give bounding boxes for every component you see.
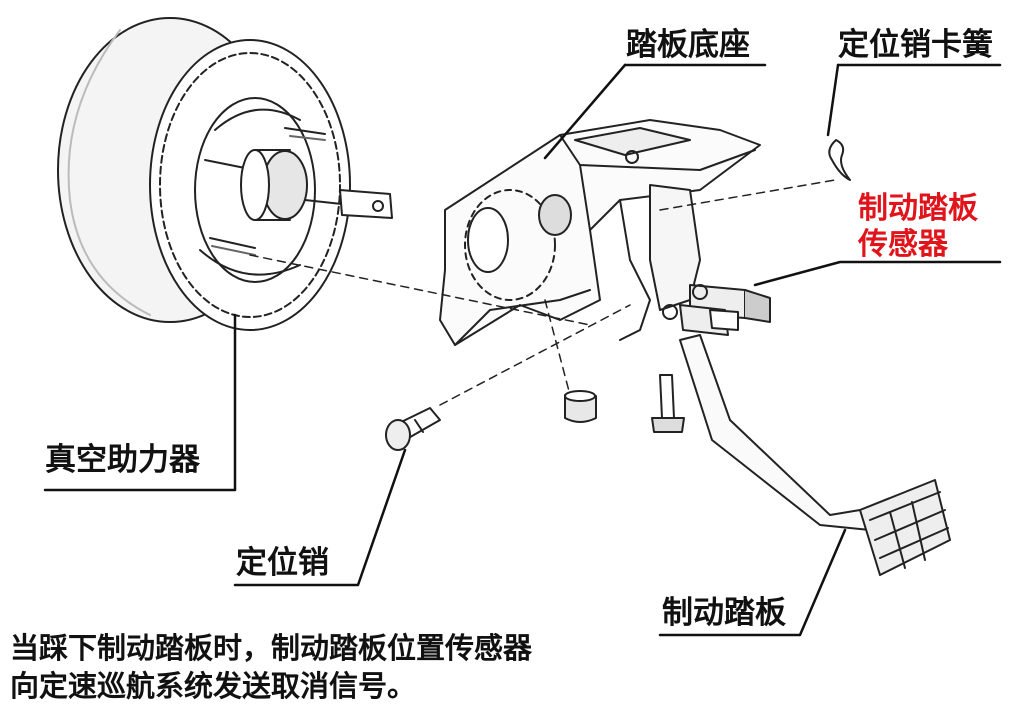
booster-label: 真空助力器 — [45, 442, 200, 478]
pedal-bracket-drawing — [249, 119, 836, 406]
pedal-base-label: 踏板底座 — [626, 27, 750, 63]
pin-clip-label: 定位销卡簧 — [838, 27, 993, 63]
sensor-drawing — [662, 284, 771, 336]
caption-line2: 向定速巡航系统发送取消信号。 — [10, 669, 417, 703]
leader-lines — [43, 63, 1002, 637]
vacuum-booster-drawing — [57, 17, 393, 331]
caption-line1: 当踩下制动踏板时，制动踏板位置传感器 — [10, 631, 533, 665]
brake-pedal-drawing — [679, 334, 951, 576]
sensor-label-line2: 传感器 — [858, 227, 948, 262]
brake-pedal-label: 制动踏板 — [662, 595, 786, 631]
fasteners-drawing — [385, 374, 685, 451]
pin-clip-drawing — [828, 139, 851, 181]
sensor-label-line1: 制动踏板 — [858, 191, 978, 226]
locating-pin-label: 定位销 — [236, 545, 329, 581]
